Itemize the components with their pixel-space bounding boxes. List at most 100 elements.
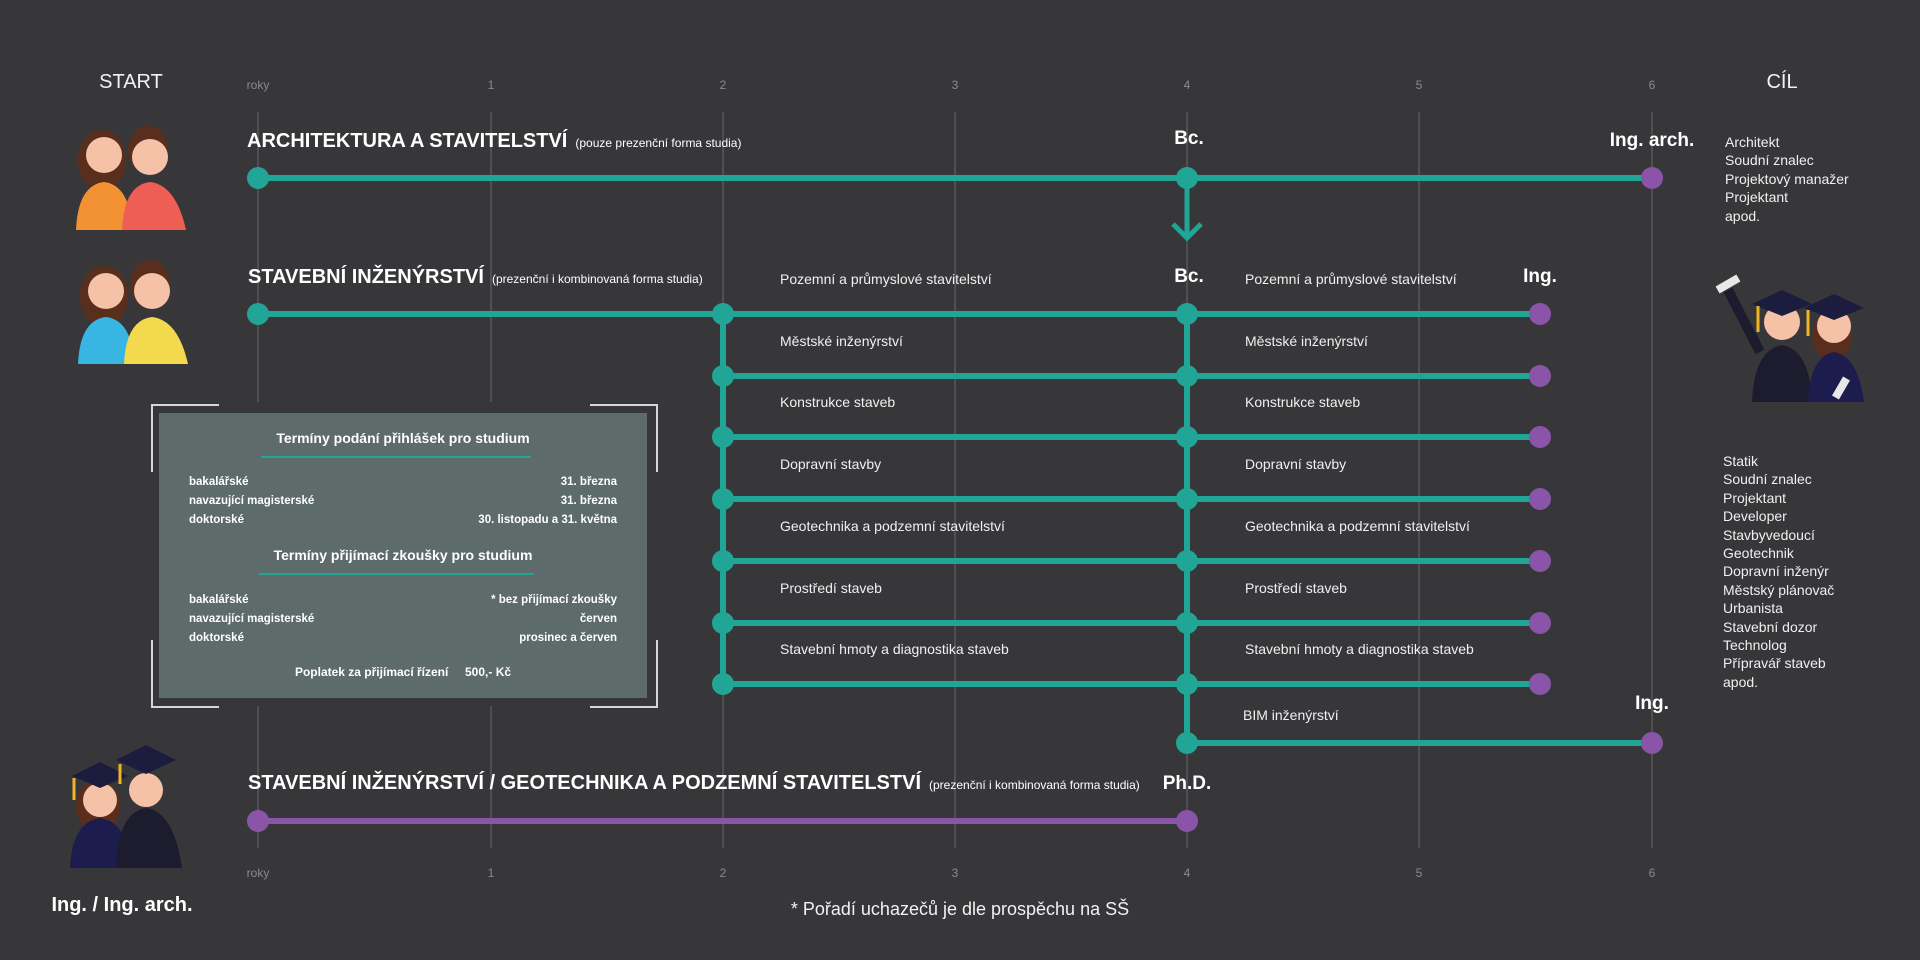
phd-start-node xyxy=(247,810,269,832)
graduates-pair-icon-1 xyxy=(70,745,182,868)
specialization-ing-label: Pozemní a průmyslové stavitelství xyxy=(1245,271,1457,287)
year-label-5-bottom: 5 xyxy=(1415,866,1423,880)
applications-heading-underline xyxy=(261,456,531,458)
applications-date: 31. března xyxy=(560,476,617,488)
specialization-ing-node xyxy=(1529,550,1551,572)
start-label: START xyxy=(99,71,163,93)
applications-row: bakalářské 31. března xyxy=(189,476,617,494)
exams-level: doktorské xyxy=(189,632,244,644)
specialization-ing-label: Dopravní stavby xyxy=(1245,456,1347,472)
bim-end-node xyxy=(1641,732,1663,754)
info-bracket-top-left xyxy=(151,404,219,472)
specialization-bc-start-node xyxy=(712,488,734,510)
career-item: Geotechnik xyxy=(1723,545,1794,562)
applications-row: doktorské 30. listopadu a 31. května xyxy=(189,514,617,532)
career-item: Technolog xyxy=(1723,637,1787,654)
specialization-bc-label: Pozemní a průmyslové stavitelství xyxy=(780,271,992,287)
admission-fee: Poplatek za přijímací řízení 500,- Kč xyxy=(294,665,512,679)
specialization-bc-node xyxy=(1176,550,1198,572)
exams-row: doktorské prosinec a červen xyxy=(189,632,617,650)
specialization-bc-start-node xyxy=(712,550,734,572)
specialization-bc-node xyxy=(1176,365,1198,387)
specialization-ing-label: Městské inženýrství xyxy=(1245,333,1368,349)
civil-title: STAVEBNÍ INŽENÝRSTVÍ(prezenční i kombino… xyxy=(248,266,703,289)
year-label-4-top: 4 xyxy=(1183,78,1191,92)
civil-start-node xyxy=(247,303,269,325)
info-bracket-bottom-right xyxy=(590,640,658,708)
career-item: Stavební dozor xyxy=(1723,618,1818,635)
year-label-2-bottom: 2 xyxy=(719,866,727,880)
applications-level: navazující magisterské xyxy=(189,495,315,507)
architecture-title: ARCHITEKTURA A STAVITELSTVÍ(pouze prezen… xyxy=(247,130,741,153)
architecture-note: (pouze prezenční forma studia) xyxy=(575,136,742,150)
specialization-ing-node xyxy=(1529,673,1551,695)
careers-civil-list: Statik Soudní znalec Projektant Develope… xyxy=(1723,452,1834,691)
applications-date: 31. března xyxy=(560,495,617,507)
specialization-ing-node xyxy=(1529,426,1551,448)
specialization-ing-label: Stavební hmoty a diagnostika staveb xyxy=(1245,641,1474,657)
graduates-degree-label: Ing. / Ing. arch. xyxy=(51,894,193,916)
year-label-2-top: 2 xyxy=(719,78,727,92)
specialization-ing-node xyxy=(1529,365,1551,387)
info-bracket-top-right xyxy=(590,404,658,472)
specialization-bc-start-node xyxy=(712,673,734,695)
specialization-bc-start-node xyxy=(712,426,734,448)
specialization-bc-label: Dopravní stavby xyxy=(780,456,882,472)
exams-row: bakalářské * bez přijímací zkoušky xyxy=(189,594,617,612)
career-item: Projektant xyxy=(1725,189,1789,206)
year-label-1-top: 1 xyxy=(487,78,495,92)
civil-degree-bc: Bc. xyxy=(1174,266,1204,287)
applications-level: doktorské xyxy=(189,514,244,526)
architecture-end-node xyxy=(1641,167,1663,189)
exams-heading-underline xyxy=(259,573,534,575)
specialization-bc-start-node xyxy=(712,303,734,325)
applications-level: bakalářské xyxy=(189,476,249,488)
civil-title-text: STAVEBNÍ INŽENÝRSTVÍ xyxy=(248,266,484,288)
phd-end-node xyxy=(1176,810,1198,832)
specialization-ing-node xyxy=(1529,303,1551,325)
transfer-arrow-head xyxy=(1171,222,1203,242)
year-label-roky-top: roky xyxy=(246,78,270,92)
year-label-3-bottom: 3 xyxy=(951,866,959,880)
applications-row: navazující magisterské 31. března xyxy=(189,495,617,513)
year-label-3-top: 3 xyxy=(951,78,959,92)
bim-degree-ing: Ing. xyxy=(1635,693,1669,714)
specialization-ing-node xyxy=(1529,488,1551,510)
year-label-6-bottom: 6 xyxy=(1648,866,1656,880)
phd-note: (prezenční i kombinovaná forma studia) xyxy=(929,778,1140,792)
exams-heading: Termíny přijímací zkoušky pro studium xyxy=(273,547,533,563)
specialization-bc-node xyxy=(1176,303,1198,325)
exams-level: bakalářské xyxy=(189,594,249,606)
year-label-roky-bottom: roky xyxy=(246,866,270,880)
exams-row: navazující magisterské červen xyxy=(189,613,617,631)
specialization-ing-label: Konstrukce staveb xyxy=(1245,394,1361,410)
careers-architecture-list: Architekt Soudní znalec Projektový manaž… xyxy=(1725,133,1849,225)
architecture-degree-ing-arch: Ing. arch. xyxy=(1609,130,1695,151)
exams-date: * bez přijímací zkoušky xyxy=(491,594,617,606)
footnote: * Pořadí uchazečů je dle prospěchu na SŠ xyxy=(790,899,1130,919)
career-item: Soudní znalec xyxy=(1725,152,1814,169)
exams-level: navazující magisterské xyxy=(189,613,315,625)
career-item: Stavbyvedoucí xyxy=(1723,526,1815,543)
year-label-4-bottom: 4 xyxy=(1183,866,1191,880)
specialization-bc-node xyxy=(1176,673,1198,695)
phd-title: STAVEBNÍ INŽENÝRSTVÍ / GEOTECHNIKA A POD… xyxy=(248,772,1140,795)
specialization-ing-node xyxy=(1529,612,1551,634)
year-label-1-bottom: 1 xyxy=(487,866,495,880)
graduates-celebrating-icon xyxy=(1715,274,1864,402)
specialization-ing-label: Prostředí staveb xyxy=(1245,580,1347,596)
career-item: Projektant xyxy=(1723,489,1787,506)
specialization-bc-label: Městské inženýrství xyxy=(780,333,903,349)
specialization-bc-label: Prostředí staveb xyxy=(780,580,882,596)
career-item: Soudní znalec xyxy=(1723,471,1812,488)
bim-start-node xyxy=(1176,732,1198,754)
phd-title-text: STAVEBNÍ INŽENÝRSTVÍ / GEOTECHNIKA A POD… xyxy=(248,772,921,794)
career-item: apod. xyxy=(1723,673,1759,690)
admission-info-panel: Termíny podání přihlášek pro studium bak… xyxy=(159,413,647,698)
specialization-bc-node xyxy=(1176,426,1198,448)
exams-date: prosinec a červen xyxy=(519,632,617,644)
career-item: apod. xyxy=(1725,207,1761,224)
specialization-bc-start-node xyxy=(712,365,734,387)
architecture-degree-bc: Bc. xyxy=(1174,128,1204,149)
